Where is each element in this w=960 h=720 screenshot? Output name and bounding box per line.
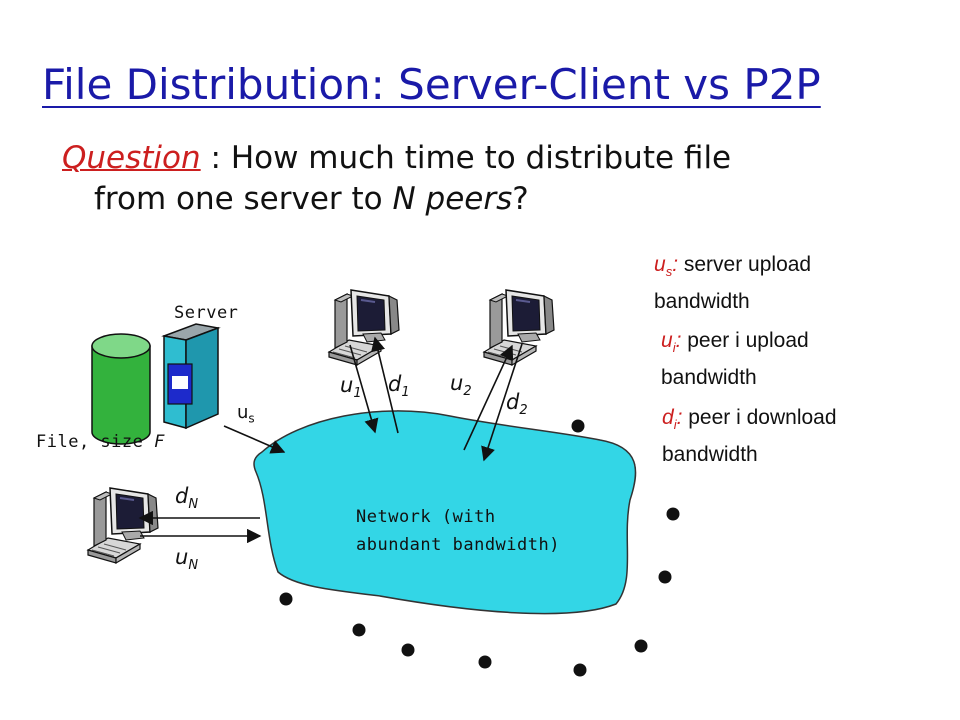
peer1-upload-arrow — [349, 344, 379, 434]
peer-dot — [634, 639, 648, 653]
peer-dot — [279, 592, 293, 606]
network-cloud — [253, 410, 637, 615]
question-label: Question — [62, 140, 201, 176]
u1-label: u1 — [340, 373, 362, 402]
uN-label: uN — [175, 545, 199, 574]
peerN-computer-icon — [87, 487, 159, 564]
question-line1: How much time to distribute file — [230, 140, 732, 176]
peer1-download-arrow — [371, 336, 399, 434]
question-separator: : — [200, 140, 231, 176]
peer2-download-arrow — [481, 343, 523, 462]
d2-label: d2 — [506, 390, 528, 419]
server-label: Server — [174, 303, 239, 323]
peer-dot — [658, 570, 672, 584]
question-line2-start: from one server to — [94, 181, 393, 217]
question-text: Question : How much time to distribute f… — [62, 138, 922, 220]
dN-label: dN — [175, 484, 199, 513]
peer-dots — [279, 419, 680, 677]
peer-dot — [352, 623, 366, 637]
file-size-var: F — [154, 432, 165, 452]
page-title: File Distribution: Server-Client vs P2P — [42, 60, 821, 109]
peer2-upload-arrow — [463, 344, 514, 451]
u2-label: u2 — [450, 371, 472, 400]
peer-dot — [666, 507, 680, 521]
question-mark: ? — [512, 181, 529, 217]
peer-dot — [573, 663, 587, 677]
d1-label: d1 — [388, 372, 410, 401]
peer-dot — [478, 655, 492, 669]
file-database-icon — [91, 333, 151, 445]
server-upload-arrow — [223, 425, 286, 454]
question-line2: from one server to N peers? — [62, 179, 922, 220]
us-label: us — [237, 402, 255, 426]
question-peers: peers — [415, 181, 513, 217]
peer-dot — [401, 643, 415, 657]
file-size-label: File, size F — [36, 432, 165, 452]
question-n: N — [392, 181, 416, 217]
server-icon — [161, 323, 221, 430]
peer1-computer-icon — [328, 289, 400, 366]
peer-dot — [571, 419, 585, 433]
